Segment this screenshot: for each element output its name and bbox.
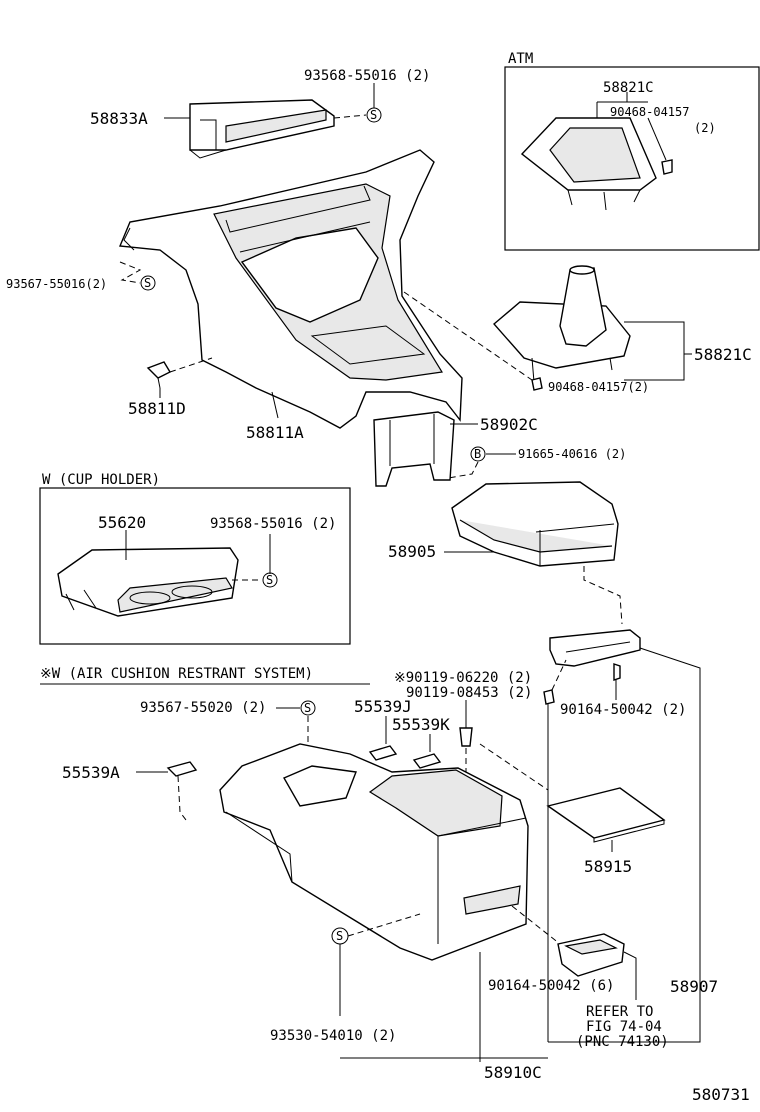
label-58915: 58915	[584, 857, 632, 876]
shift-plate-atm	[520, 117, 673, 211]
label-90164-50042-2: 90164-50042 (2)	[560, 702, 686, 718]
refer-line-2: FIG 74-04	[586, 1019, 662, 1035]
bolt-b-icon	[470, 446, 486, 462]
air-cushion-title: ※W (AIR CUSHION RESTRANT SYSTEM)	[40, 666, 313, 682]
label-58907: 58907	[670, 977, 718, 996]
label-55620: 55620	[98, 513, 146, 532]
diagram-id: 580731	[692, 1085, 750, 1104]
label-93567-55016: 93567-55016(2)	[6, 277, 107, 291]
screw-s-55020-icon	[300, 700, 316, 716]
refer-line-1: REFER TO	[586, 1004, 653, 1020]
part-58907	[549, 629, 641, 681]
part-58905	[451, 481, 619, 567]
part-58811A	[118, 149, 463, 429]
label-93567-55020: 93567-55020 (2)	[140, 700, 266, 716]
label-58811D: 58811D	[128, 399, 186, 418]
b-mark: B	[474, 447, 481, 461]
cup-holder-box-title: W (CUP HOLDER)	[42, 472, 160, 488]
part-58910C	[219, 743, 529, 961]
label-58811A: 58811A	[246, 423, 304, 442]
label-55539A: 55539A	[62, 763, 120, 782]
refer-line-3: (PNC 74130)	[576, 1034, 669, 1050]
clip-55539K-icon	[412, 753, 442, 769]
s-mark-55020: S	[304, 701, 311, 715]
bolt-90119-icon	[459, 727, 473, 747]
part-ashtray-ref	[557, 933, 625, 977]
label-93568-55016-top: 93568-55016 (2)	[304, 68, 430, 84]
screw-s-left-icon	[140, 275, 156, 291]
part-58821C	[493, 265, 631, 383]
screw-90468-icon	[531, 377, 543, 391]
s-mark-bottom: S	[336, 929, 343, 943]
s-mark-top: S	[370, 108, 377, 122]
label-58821C: 58821C	[694, 345, 752, 364]
s-mark-left: S	[144, 276, 151, 290]
part-58811D	[146, 361, 171, 389]
label-90468-04157-atm: 90468-04157	[610, 105, 689, 119]
atm-box: ATM 58821C 90468-04157 (2)	[504, 51, 760, 251]
label-90468-04157-atm-qty: (2)	[694, 121, 716, 135]
screw-hinge-icon	[543, 689, 555, 705]
screw-s-cup-icon	[262, 572, 278, 588]
label-58821C-atm: 58821C	[603, 80, 654, 96]
clip-55539J-icon	[368, 745, 398, 761]
label-90119-08453: 90119-08453 (2)	[406, 685, 532, 701]
s-mark-cup: S	[266, 573, 273, 587]
label-90119-06220: ※90119-06220 (2)	[394, 670, 532, 686]
label-58905: 58905	[388, 542, 436, 561]
label-55539K: 55539K	[392, 715, 450, 734]
label-91665-40616: 91665-40616 (2)	[518, 447, 626, 461]
label-55539J: 55539J	[354, 697, 412, 716]
label-58833A: 58833A	[90, 109, 148, 128]
part-55620	[57, 547, 239, 617]
part-58833A	[189, 99, 335, 159]
clip-55539A-icon	[166, 761, 198, 777]
part-58915	[546, 787, 666, 843]
label-93530-54010: 93530-54010 (2)	[270, 1028, 396, 1044]
label-58910C: 58910C	[484, 1063, 542, 1082]
label-93568-55016-cup: 93568-55016 (2)	[210, 516, 336, 532]
label-58902C: 58902C	[480, 415, 538, 434]
cup-holder-box: W (CUP HOLDER) 55620 93568-55016 (2) S	[39, 472, 351, 645]
part-58902C	[373, 411, 455, 487]
label-90468-04157: 90468-04157(2)	[548, 380, 649, 394]
atm-box-title: ATM	[508, 51, 533, 67]
label-90164-50042-6: 90164-50042 (6)	[488, 978, 614, 994]
